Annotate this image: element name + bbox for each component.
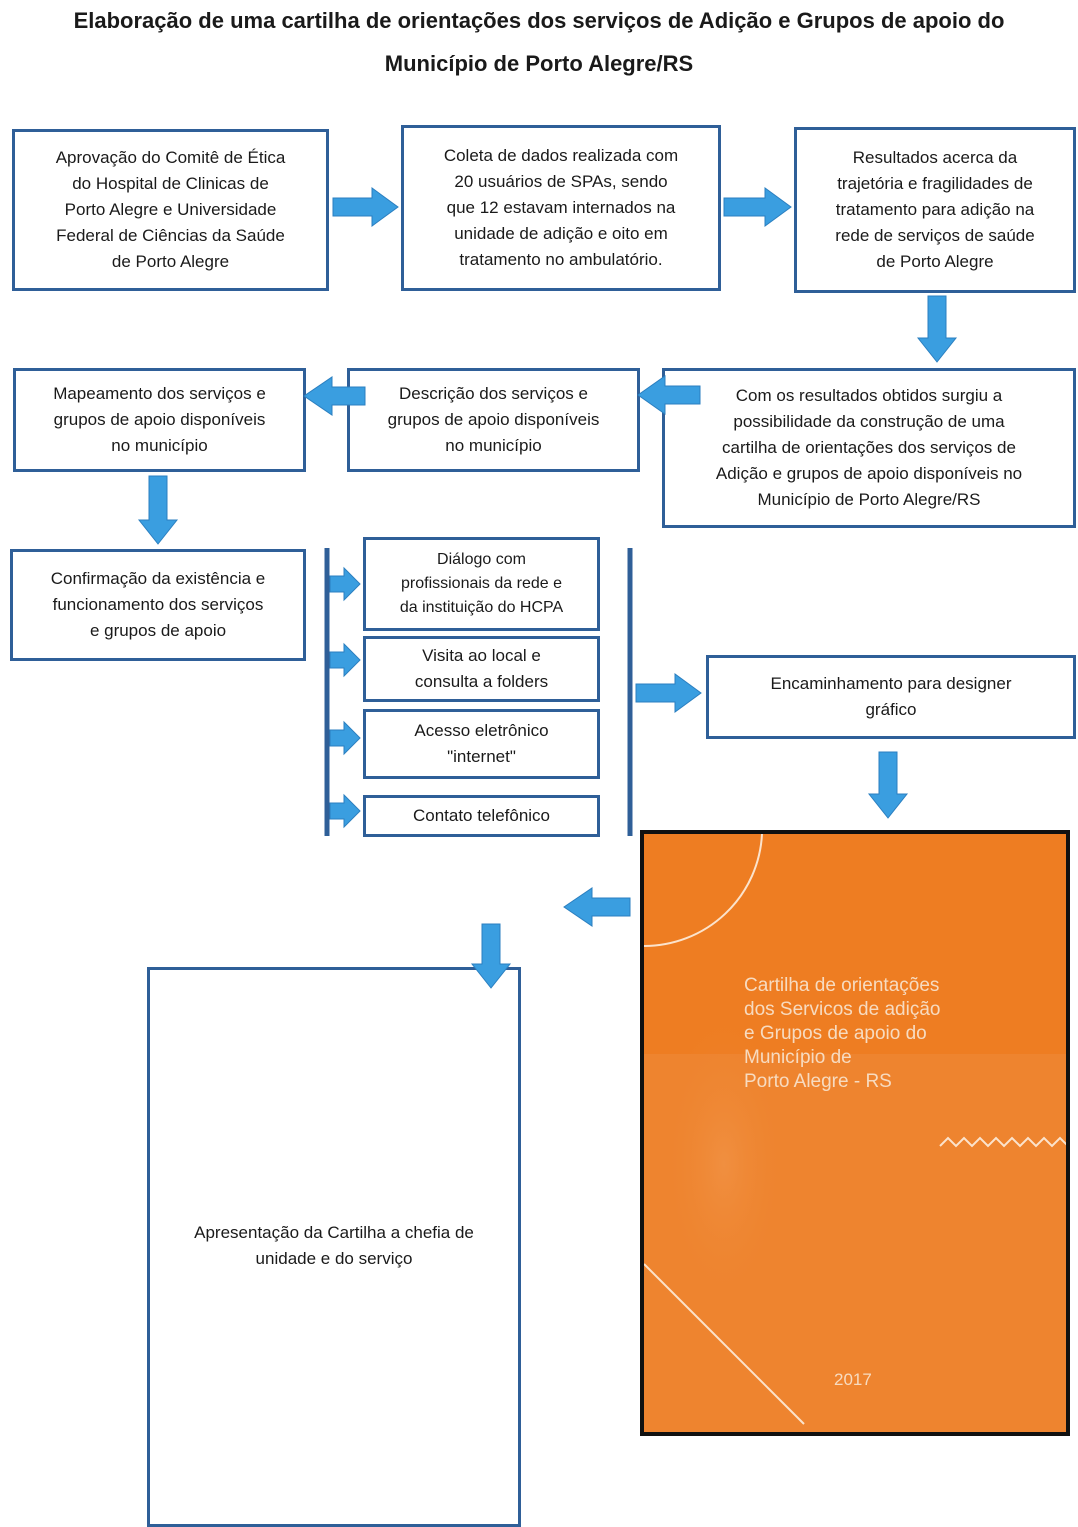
box-apresentacao-text: Apresentação da Cartilha a chefia de uni… (194, 1223, 474, 1268)
box-visita-text: Visita ao local e consulta a folders (414, 646, 549, 691)
cover-decoration (644, 834, 1066, 1432)
box-com-resultados-text: Com os resultados obtidos surgiu a possi… (715, 386, 1023, 509)
cover-title: Cartilha de orientações dos Servicos de … (744, 975, 941, 1092)
box-contato: Contato telefônico (363, 795, 600, 837)
booklet-cover: Cartilha de orientações dos Servicos de … (640, 830, 1070, 1436)
box-coleta-text: Coleta de dados realizada com 20 usuário… (443, 146, 679, 269)
cover-year: 2017 (834, 1370, 872, 1389)
arrow-small-1 (329, 566, 361, 602)
diagram-title-line1: Elaboração de uma cartilha de orientaçõe… (73, 8, 1005, 33)
box-contato-text: Contato telefônico (412, 806, 551, 825)
arrow-right-1 (332, 187, 399, 227)
box-aprovacao-text: Aprovação do Comitê de Ética do Hospital… (55, 148, 286, 271)
box-dialogo-text: Diálogo com profissionais da rede e da i… (399, 551, 564, 616)
arrow-left-1 (637, 375, 701, 415)
arrow-left-2 (303, 376, 366, 416)
box-encaminhamento-text: Encaminhamento para designer gráfico (770, 674, 1012, 719)
box-resultados-text: Resultados acerca da trajetória e fragil… (835, 148, 1035, 271)
arrow-right-2 (723, 187, 792, 227)
box-acesso: Acesso eletrônico "internet" (363, 709, 600, 779)
box-confirmacao-text: Confirmação da existência e funcionament… (50, 569, 266, 640)
arrow-left-3 (563, 887, 631, 927)
arrow-small-3 (329, 720, 361, 756)
box-mapeamento-text: Mapeamento dos serviços e grupos de apoi… (53, 384, 266, 455)
arrow-down-2 (137, 475, 179, 545)
box-apresentacao: Apresentação da Cartilha a chefia de uni… (147, 967, 521, 1527)
box-coleta: Coleta de dados realizada com 20 usuário… (401, 125, 721, 291)
arrow-down-1 (916, 295, 958, 363)
box-resultados: Resultados acerca da trajetória e fragil… (794, 127, 1076, 293)
box-confirmacao: Confirmação da existência e funcionament… (10, 549, 306, 661)
box-descricao-text: Descrição dos serviços e grupos de apoio… (387, 384, 600, 455)
box-aprovacao: Aprovação do Comitê de Ética do Hospital… (12, 129, 329, 291)
box-descricao: Descrição dos serviços e grupos de apoio… (347, 368, 640, 472)
arrow-down-4 (470, 923, 512, 989)
arrow-small-2 (329, 642, 361, 678)
box-visita: Visita ao local e consulta a folders (363, 636, 600, 702)
diagram-title-line2: Município de Porto Alegre/RS (384, 51, 694, 76)
box-acesso-text: Acesso eletrônico "internet" (414, 721, 549, 766)
arrow-right-3 (635, 673, 702, 713)
box-encaminhamento: Encaminhamento para designer gráfico (706, 655, 1076, 739)
box-mapeamento: Mapeamento dos serviços e grupos de apoi… (13, 368, 306, 472)
box-com-resultados: Com os resultados obtidos surgiu a possi… (662, 368, 1076, 528)
arrow-down-3 (867, 751, 909, 819)
arrow-small-4 (329, 793, 361, 829)
box-dialogo: Diálogo com profissionais da rede e da i… (363, 537, 600, 631)
